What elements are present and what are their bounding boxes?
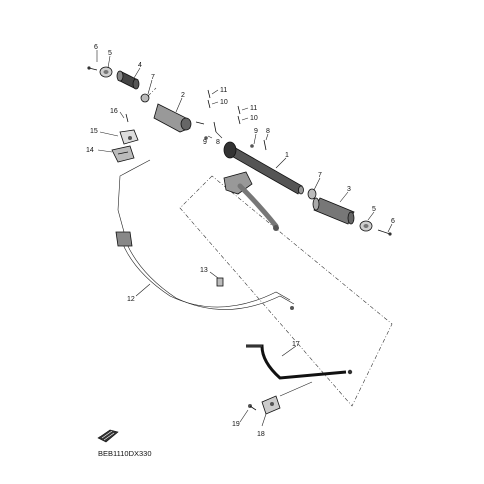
part-17-clutch-cable[interactable] bbox=[246, 344, 353, 380]
part-9-nut-left[interactable] bbox=[204, 136, 208, 140]
part-1-handlebar[interactable] bbox=[223, 141, 304, 195]
part-13-cable-clamp[interactable] bbox=[216, 277, 224, 287]
callout-15: 15 bbox=[90, 128, 98, 135]
callout-2: 2 bbox=[181, 92, 185, 99]
callout-11-left: 11 bbox=[220, 87, 227, 94]
part-2-throttle-housing[interactable] bbox=[153, 103, 205, 133]
manual-book-icon bbox=[97, 428, 119, 443]
part-15-cable-guide[interactable] bbox=[119, 129, 139, 145]
callout-5-left: 5 bbox=[108, 50, 112, 57]
part-7-left-collar[interactable] bbox=[140, 93, 150, 103]
assembly-boundary-grip bbox=[147, 87, 157, 97]
part-10-screw-right[interactable] bbox=[237, 115, 241, 125]
cable-routing-line bbox=[117, 159, 151, 233]
leader-lines bbox=[96, 50, 393, 427]
callout-8-left: 8 bbox=[216, 139, 220, 146]
part-3-grip[interactable] bbox=[312, 197, 355, 225]
part-4-throttle-grip[interactable] bbox=[116, 70, 140, 90]
callout-19: 19 bbox=[232, 421, 240, 428]
callout-3: 3 bbox=[347, 186, 351, 193]
part-7-right-collar[interactable] bbox=[307, 188, 317, 200]
callout-1: 1 bbox=[285, 152, 289, 159]
callout-9-left: 9 bbox=[203, 139, 207, 146]
drawing-code: BEB1110DX330 bbox=[98, 449, 152, 458]
part-16-screw[interactable] bbox=[125, 113, 129, 123]
callout-17: 17 bbox=[292, 341, 300, 348]
callout-6-right: 6 bbox=[391, 218, 395, 225]
callout-5-right: 5 bbox=[372, 206, 376, 213]
callout-11-right: 11 bbox=[250, 105, 257, 112]
part-19-bolt[interactable] bbox=[248, 404, 257, 411]
part-8-bolt-left[interactable] bbox=[213, 121, 217, 133]
part-9-nut-right[interactable] bbox=[250, 144, 254, 148]
callout-6-left: 6 bbox=[94, 44, 98, 51]
callout-16: 16 bbox=[110, 108, 118, 115]
part-11-screw-upper-right[interactable] bbox=[237, 105, 241, 115]
callout-7-right: 7 bbox=[318, 172, 322, 179]
part-8-bolt-right[interactable] bbox=[263, 139, 267, 151]
part-5-right-bar-end[interactable] bbox=[359, 220, 373, 232]
callout-13: 13 bbox=[200, 267, 208, 274]
part-14-cable-holder[interactable] bbox=[111, 145, 135, 163]
part-5-left-bar-end[interactable] bbox=[99, 66, 113, 78]
part-10-screw-left[interactable] bbox=[207, 99, 211, 109]
part-18-cable-adjuster[interactable] bbox=[261, 395, 281, 415]
callout-4: 4 bbox=[138, 62, 142, 69]
clutch-lever-assembly[interactable] bbox=[223, 171, 279, 231]
callout-9-right: 9 bbox=[254, 128, 258, 135]
part-12-throttle-cable[interactable] bbox=[115, 231, 295, 310]
callout-14: 14 bbox=[86, 147, 94, 154]
callout-18: 18 bbox=[257, 431, 265, 438]
callout-7-left: 7 bbox=[151, 74, 155, 81]
assembly-boundary-lever bbox=[179, 175, 393, 407]
callout-10-left: 10 bbox=[220, 99, 228, 106]
callout-8-right: 8 bbox=[266, 128, 270, 135]
adjuster-guide-line bbox=[279, 381, 313, 397]
part-6-right-screw[interactable] bbox=[377, 229, 392, 236]
part-11-screw-upper-left[interactable] bbox=[207, 89, 211, 99]
part-6-left-screw[interactable] bbox=[87, 66, 98, 71]
callout-12: 12 bbox=[127, 296, 135, 303]
callout-10-right: 10 bbox=[250, 115, 258, 122]
